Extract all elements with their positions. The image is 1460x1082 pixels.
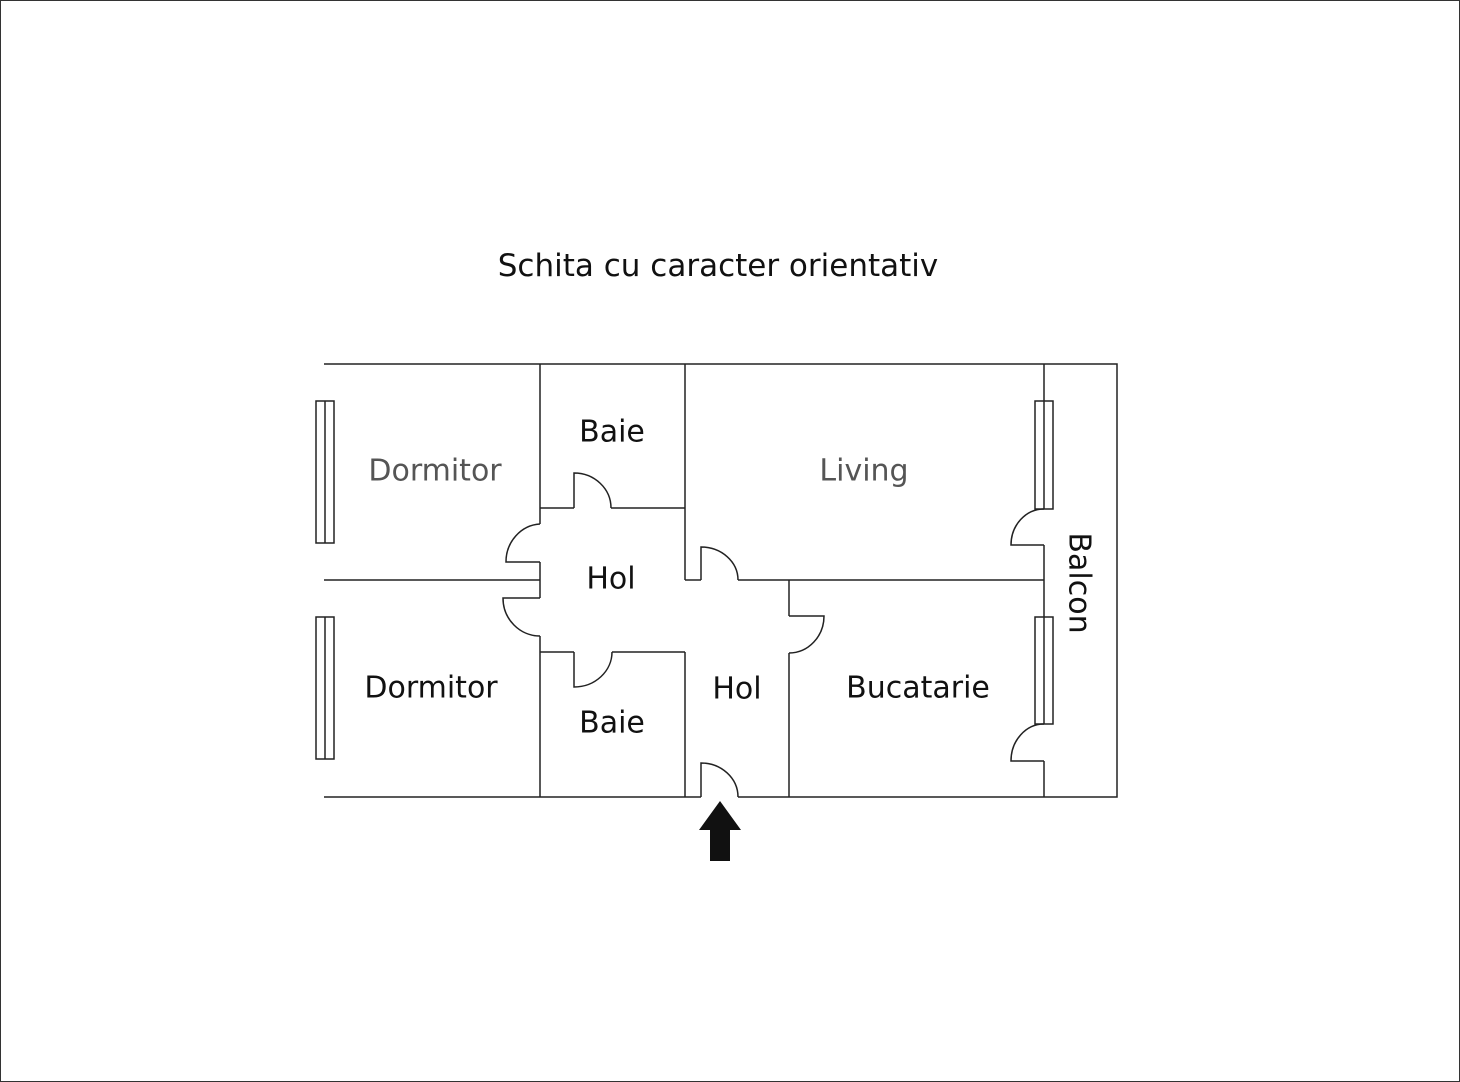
door-living <box>700 546 739 581</box>
window-right-bottom <box>1034 616 1054 725</box>
door-baie-bottom <box>573 651 613 688</box>
outer-wall <box>324 363 1118 798</box>
room-label-balcon: Balcon <box>1061 532 1097 634</box>
room-label-baie-top: Baie <box>579 414 645 450</box>
room-label-baie-bottom: Baie <box>579 705 645 741</box>
door-dormitor-bottom <box>502 597 541 637</box>
door-entrance <box>700 762 739 798</box>
room-label-dormitor-top: Dormitor <box>368 453 502 489</box>
door-dormitor-top <box>505 523 541 563</box>
door-baie-top <box>573 472 612 509</box>
door-balcon-living <box>1010 508 1045 546</box>
arrow-up-icon <box>699 801 741 861</box>
room-label-bucatarie: Bucatarie <box>846 670 990 706</box>
room-label-dormitor-bottom: Dormitor <box>364 670 498 706</box>
window-left-bottom <box>315 616 335 760</box>
plan-title: Schita cu caracter orientativ <box>497 248 939 284</box>
window-left-top <box>315 400 335 544</box>
room-label-living: Living <box>819 453 909 489</box>
room-label-hol-left: Hol <box>586 561 636 597</box>
room-label-hol-center: Hol <box>712 671 762 707</box>
door-bucatarie <box>788 615 825 654</box>
door-balcon-bucatarie <box>1010 723 1045 762</box>
window-right-top <box>1034 400 1054 510</box>
